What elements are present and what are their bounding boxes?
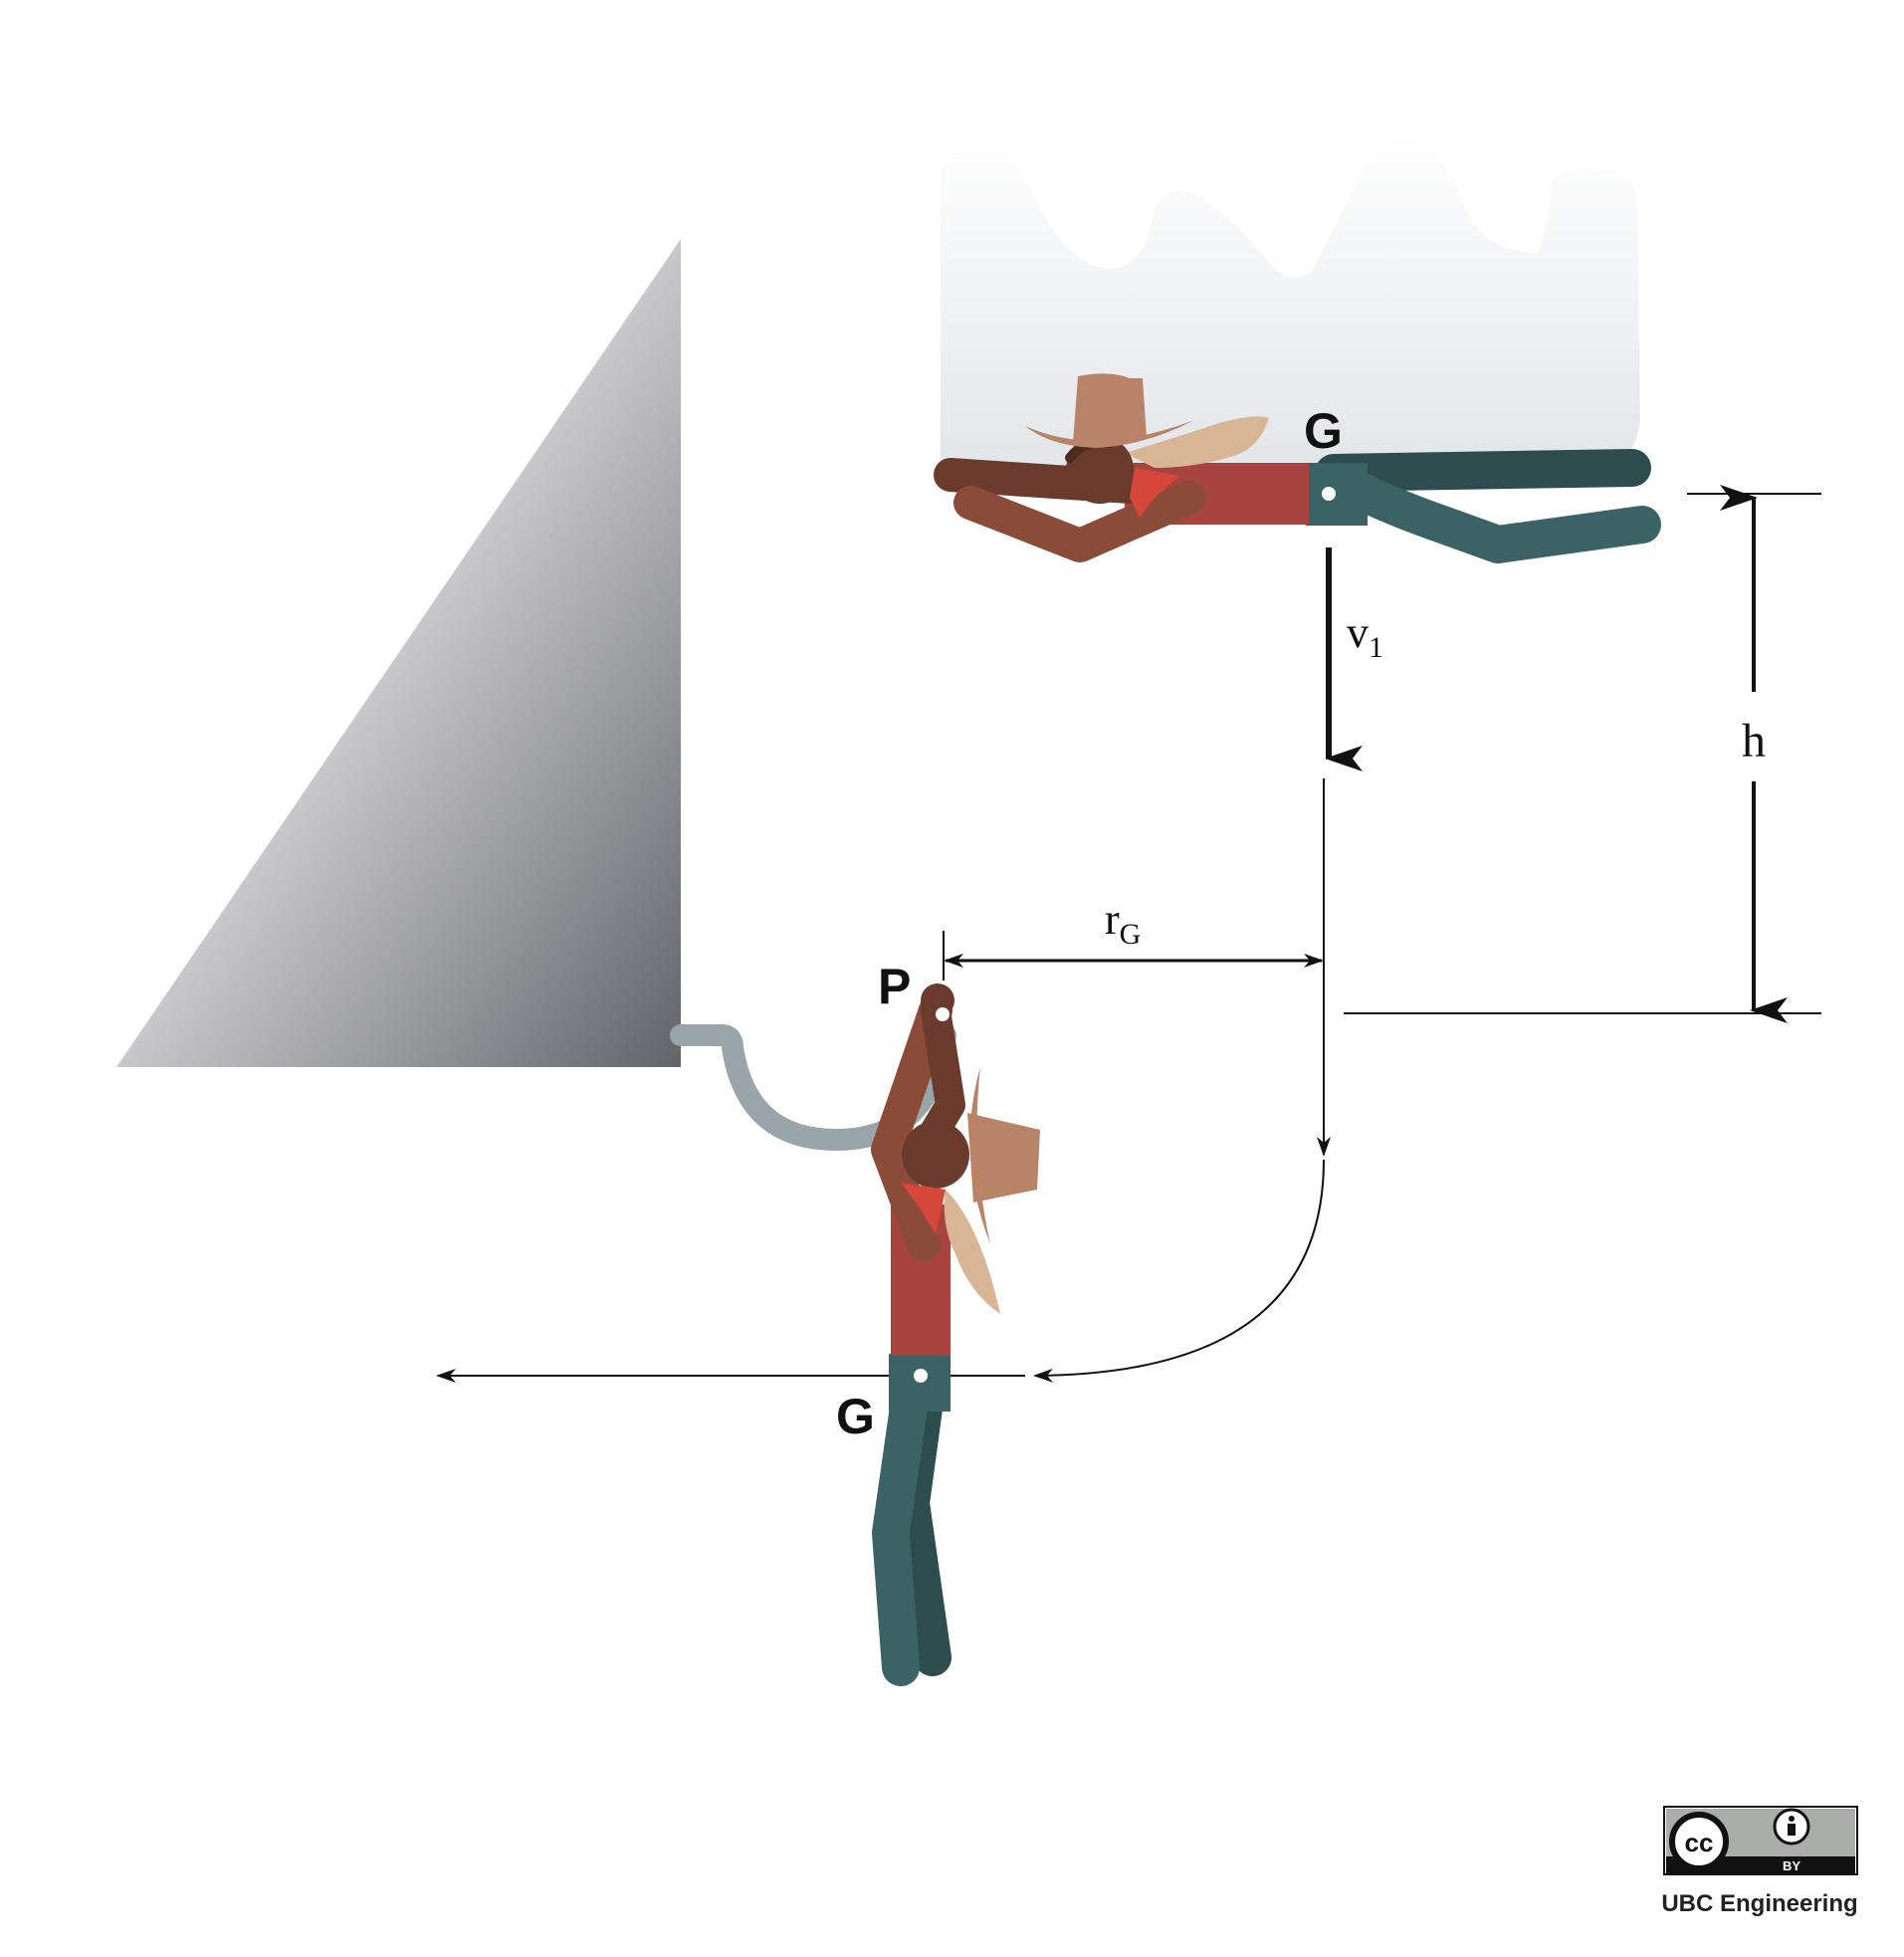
- g-point-bottom: [914, 1369, 928, 1383]
- cloud: [941, 133, 1640, 478]
- g-label-bottom: G: [836, 1389, 875, 1444]
- trajectory-curve: [1033, 1159, 1325, 1383]
- g-label-top: G: [1304, 403, 1343, 459]
- svg-text:BY: BY: [1783, 1858, 1800, 1873]
- falling-cowboy: [934, 373, 1661, 563]
- org-credit: UBC Engineering: [1661, 1890, 1857, 1917]
- g-point-top: [1322, 487, 1336, 501]
- rg-label: rG: [1105, 895, 1141, 951]
- hanging-cowboy: [871, 983, 1040, 1686]
- cc-by-license-badge: cc BY: [1663, 1806, 1858, 1875]
- v1-label: v1: [1347, 608, 1383, 664]
- svg-text:cc: cc: [1685, 1828, 1714, 1857]
- cc-icon: [1669, 1812, 1729, 1871]
- wall: [116, 239, 681, 1067]
- p-label: P: [878, 959, 911, 1014]
- p-point: [936, 1007, 950, 1021]
- h-label: h: [1742, 715, 1766, 767]
